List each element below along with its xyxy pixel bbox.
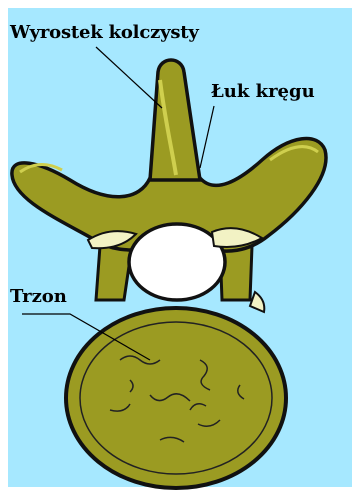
body-facet-highlight xyxy=(250,292,264,312)
label-spinous-process: Wyrostek kolczysty xyxy=(10,24,199,42)
leader-line-arch xyxy=(200,106,214,168)
left-pedicle xyxy=(96,246,132,300)
vertebral-foramen xyxy=(129,224,225,300)
label-vertebral-arch: Łuk kręgu xyxy=(211,83,315,101)
leader-line-spinous xyxy=(96,47,162,108)
label-vertebral-body: Trzon xyxy=(10,288,67,306)
vertebral-body-shape xyxy=(66,308,286,488)
